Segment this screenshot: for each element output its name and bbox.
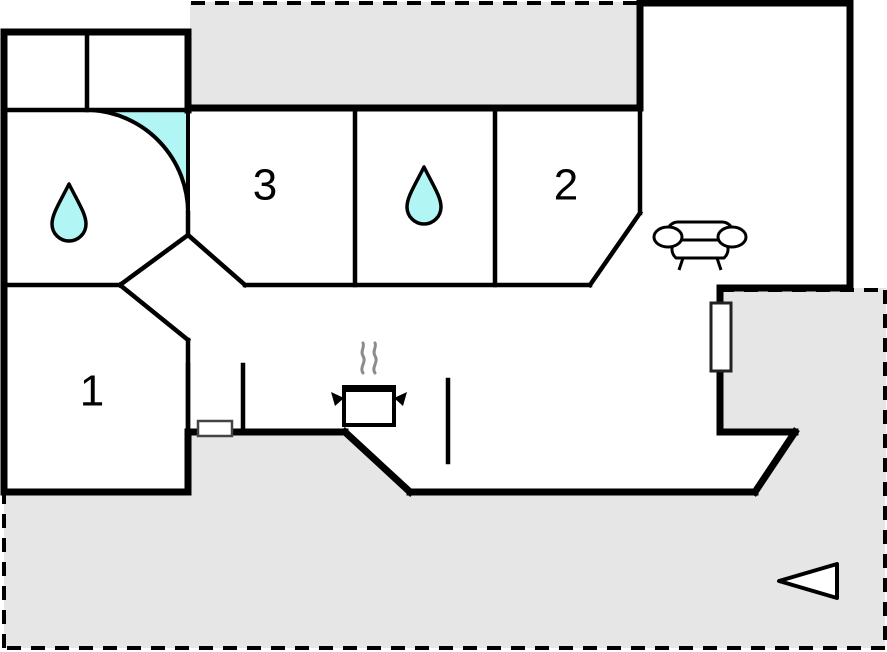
- room-label-2: 2: [554, 161, 578, 210]
- ground-area-south: [4, 288, 885, 648]
- pot-handle-left: [331, 392, 344, 406]
- direction-arrow-icon: [777, 562, 839, 600]
- sofa-arm-right: [716, 225, 748, 249]
- window-symbol: [196, 419, 234, 438]
- pot-handle-right: [394, 392, 407, 406]
- interior-walls: [1, 29, 644, 465]
- sofa-leg-right: [715, 257, 723, 271]
- sofa-arm-left: [652, 225, 684, 249]
- room-label-3: 3: [253, 161, 277, 210]
- floor-west-wing: [4, 32, 188, 492]
- ground-area-north: [190, 2, 640, 108]
- steam-icon: [360, 341, 378, 375]
- water-drop-icon: [405, 165, 443, 226]
- stove-pot-icon: [331, 341, 407, 427]
- sofa-leg-left: [677, 257, 685, 271]
- room-label-1: 1: [80, 367, 104, 416]
- sofa-icon: [652, 220, 748, 271]
- pot-rim: [342, 385, 396, 392]
- window-symbols: [196, 301, 733, 438]
- window-symbol: [709, 301, 733, 373]
- water-drop-icon-group: [50, 165, 443, 243]
- pot-body: [342, 387, 396, 427]
- water-drop-icon: [50, 182, 88, 243]
